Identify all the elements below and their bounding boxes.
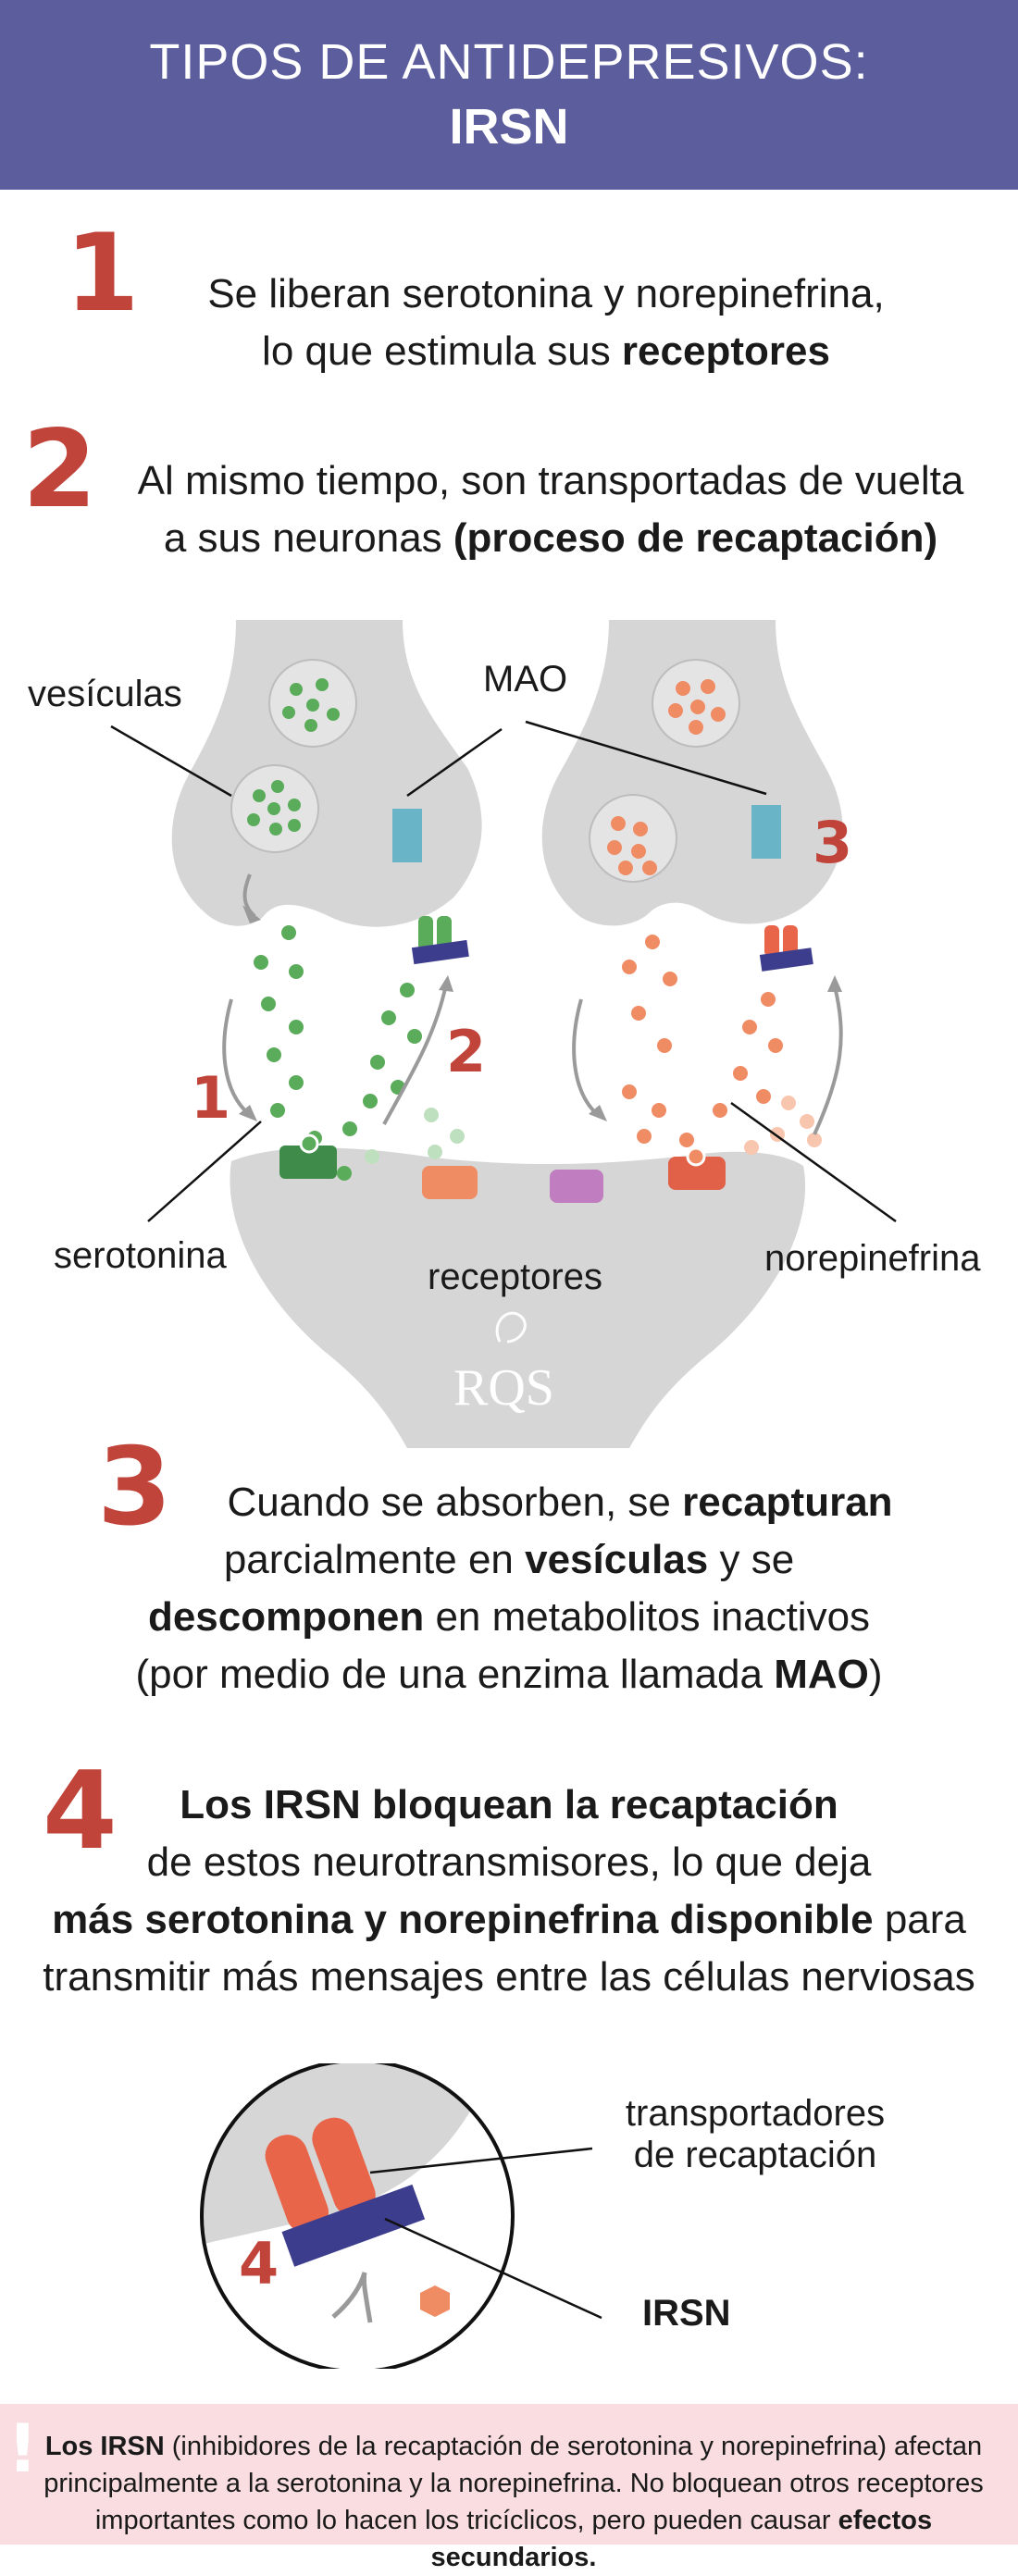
postsynaptic-neuron	[230, 1147, 806, 1448]
warning-text: Los IRSN (inhibidores de la recaptación …	[19, 2428, 1009, 2576]
rqs-logo	[495, 1311, 527, 1344]
step-2-line1: Al mismo tiempo, son transportadas de vu…	[137, 458, 964, 503]
step-2-text: Al mismo tiempo, son transportadas de vu…	[93, 452, 1009, 567]
label-transporters: transportadores de recaptación	[607, 2093, 903, 2176]
arrow-reuptake-right	[813, 985, 843, 1135]
arrow-release-right-lower	[572, 998, 600, 1117]
norepinephrine-dots-vesicle-bottom	[607, 816, 657, 875]
reuptake-transporter-left	[411, 916, 469, 965]
step-3-part-c: y se	[708, 1537, 795, 1582]
leader-vesicles	[110, 724, 232, 798]
step-4-bold-a: Los IRSN bloquean la recaptación	[180, 1782, 838, 1827]
step-3-part-e: (por medio de una enzima llamada	[135, 1652, 775, 1697]
rqs-logo-text: RQS	[453, 1359, 554, 1417]
step-4-text: Los IRSN bloquean la recaptación de esto…	[0, 1777, 1018, 2006]
step-3-part-b: parcialmente en	[223, 1537, 526, 1582]
step-1-line1: Se liberan serotonina y norepinefrina,	[207, 271, 885, 316]
step-2-line2: a sus neuronas	[163, 515, 453, 561]
arrow-release-left-lower	[222, 998, 252, 1117]
header-subtitle: IRSN	[449, 99, 569, 155]
step-3-part-f: )	[868, 1652, 883, 1697]
zoom-step-4: 4	[239, 2230, 279, 2297]
mao-enzyme-left	[392, 809, 422, 862]
step-3-part-a: Cuando se absorben, se	[227, 1480, 683, 1525]
step-3-text: Cuando se absorben, se recapturan parcia…	[93, 1474, 925, 1703]
receptor-orange	[422, 1166, 478, 1199]
step-2-bold: (proceso de recaptación)	[453, 515, 938, 561]
zoom-circle-border	[200, 2063, 515, 2369]
receptor-purple	[550, 1170, 603, 1203]
warning-icon: !	[7, 2409, 38, 2487]
leader-mao-right	[525, 720, 767, 796]
note-part-a: (inhibidores de la recaptación de seroto…	[43, 2432, 984, 2535]
leader-mao-left	[406, 727, 503, 798]
reuptake-transporter-right	[759, 925, 813, 972]
leader-transporters	[369, 2147, 593, 2174]
diagram-step-3: 3	[813, 809, 852, 876]
step-1-line2: lo que estimula sus	[262, 328, 622, 374]
diagram-step-2: 2	[446, 1018, 486, 1085]
zoom-arrow	[331, 2272, 373, 2323]
step-1-number: 1	[65, 211, 140, 336]
step-4-part-a: de estos neurotransmisores, lo que deja	[146, 1839, 872, 1885]
receptor-serotonin	[279, 1133, 337, 1179]
receptor-norepinephrine	[668, 1146, 726, 1190]
label-receptors: receptores	[428, 1257, 602, 1297]
released-norepinephrine	[622, 935, 783, 1147]
step-1-bold: receptores	[621, 328, 830, 374]
step-3-number: 3	[97, 1425, 172, 1550]
label-snri: IRSN	[642, 2293, 731, 2334]
arrow-reuptake-left	[382, 984, 448, 1125]
leader-norepinephrine	[730, 1101, 897, 1223]
mao-enzyme-right	[751, 805, 781, 859]
step-3-bold-a: recapturan	[682, 1480, 893, 1525]
step-3-bold-d: MAO	[774, 1652, 869, 1697]
norepinephrine-dots-vesicle-top	[668, 679, 726, 735]
step-4-part-c: transmitir más mensajes entre las célula…	[43, 1954, 975, 2000]
serotonin-dots-vesicle-top	[282, 678, 340, 732]
label-vesicles: vesículas	[28, 674, 182, 714]
serotonin-dots-vesicle-bottom	[247, 780, 301, 836]
step-3-bold-b: vesículas	[525, 1537, 709, 1582]
step-4-bold-b: más serotonina y norepinefrina disponibl…	[52, 1897, 874, 1942]
zoom-norepinephrine-dot	[420, 2285, 450, 2317]
header-banner: TIPOS DE ANTIDEPRESIVOS: IRSN	[0, 0, 1018, 190]
released-norepinephrine-faded	[744, 1096, 822, 1155]
diagram-step-1: 1	[191, 1064, 230, 1132]
label-serotonin: serotonina	[54, 1235, 227, 1276]
label-transporters-line1: transportadores	[625, 2093, 886, 2134]
leader-serotonin	[147, 1121, 262, 1222]
warning-note: ! Los IRSN (inhibidores de la recaptació…	[0, 2404, 1018, 2572]
label-norepinephrine: norepinefrina	[764, 1238, 981, 1279]
step-4-number: 4	[43, 1749, 118, 1874]
header-title: TIPOS DE ANTIDEPRESIVOS:	[149, 34, 869, 90]
synapse-diagram: RQS 1 2 3	[110, 620, 897, 1448]
leader-snri	[384, 2217, 602, 2320]
vesicle-right-bottom	[589, 794, 677, 883]
step-3-bold-c: descomponen	[147, 1594, 425, 1640]
step-3-part-d: en metabolitos inactivos	[424, 1594, 871, 1640]
released-serotonin-faded	[365, 1108, 465, 1164]
step-4-part-b: para	[873, 1897, 966, 1942]
step-2-number: 2	[22, 407, 97, 532]
zoom-detail: 4	[200, 2063, 602, 2369]
step-1-text: Se liberan serotonina y norepinefrina, l…	[130, 266, 962, 380]
zoom-transporter	[265, 2117, 426, 2267]
label-transporters-line2: de recaptación	[633, 2135, 877, 2175]
note-bold-a: Los IRSN	[44, 2432, 165, 2461]
label-mao: MAO	[483, 659, 568, 700]
